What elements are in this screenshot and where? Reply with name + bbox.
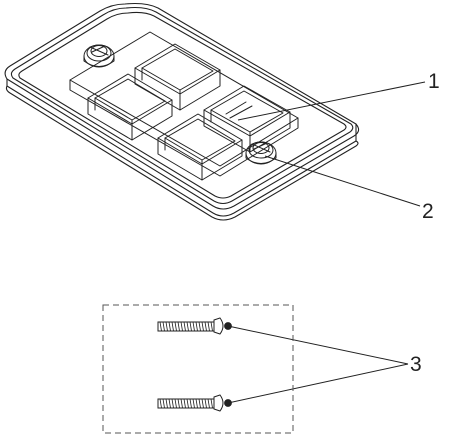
thread-line bbox=[183, 398, 186, 409]
thread-line bbox=[162, 398, 165, 409]
cover-plate-outline bbox=[4, 2, 360, 221]
thread-line bbox=[165, 321, 168, 332]
thread-line bbox=[204, 398, 207, 409]
thread-line bbox=[180, 321, 183, 332]
switch-opening-bottom bbox=[157, 113, 243, 181]
thread-line bbox=[186, 321, 189, 332]
thread-line bbox=[204, 321, 207, 332]
thread-line bbox=[180, 398, 183, 409]
thread-line bbox=[195, 321, 198, 332]
thread-line bbox=[189, 398, 192, 409]
thread-line bbox=[207, 398, 210, 409]
mounting-screw-head-lower-right bbox=[245, 141, 277, 165]
callout-number-3: 3 bbox=[410, 353, 422, 376]
thread-line bbox=[162, 321, 165, 332]
thread-line bbox=[183, 321, 186, 332]
thread-line bbox=[198, 321, 201, 332]
thread-line bbox=[210, 321, 213, 332]
thread-line bbox=[210, 398, 213, 409]
thread-line bbox=[174, 398, 177, 409]
callout-number-2: 2 bbox=[422, 200, 434, 223]
switch-opening-top bbox=[134, 43, 221, 111]
thread-line bbox=[177, 398, 180, 409]
leader-line-3-lower bbox=[227, 363, 409, 404]
thread-line bbox=[174, 321, 177, 332]
thread-line bbox=[171, 398, 174, 409]
thread-line bbox=[192, 321, 195, 332]
thread-line bbox=[192, 398, 195, 409]
thread-line bbox=[159, 398, 162, 409]
mounting-screw-upper bbox=[157, 317, 232, 335]
thread-line bbox=[198, 398, 201, 409]
switch-opening-left bbox=[87, 73, 173, 141]
callout-number-1: 1 bbox=[428, 70, 440, 93]
leader-line-1 bbox=[237, 81, 426, 121]
leader-line-2 bbox=[264, 155, 421, 207]
thread-line bbox=[189, 321, 192, 332]
mounting-screw-lower bbox=[157, 394, 232, 412]
callout-leaders bbox=[227, 81, 426, 404]
thread-line bbox=[207, 321, 210, 332]
thread-line bbox=[201, 398, 204, 409]
thread-line bbox=[165, 398, 168, 409]
screw-thread-upper bbox=[159, 321, 213, 332]
thread-line bbox=[168, 398, 171, 409]
wall-plate-frame bbox=[69, 31, 299, 177]
cover-plate-assembly bbox=[4, 2, 360, 221]
leader-line-3-upper bbox=[227, 325, 409, 365]
thread-line bbox=[201, 321, 204, 332]
thread-line bbox=[159, 321, 162, 332]
mounting-screw-head-upper-left bbox=[83, 44, 115, 68]
thread-line bbox=[195, 398, 198, 409]
screw-detail-box bbox=[102, 304, 294, 434]
switch-opening-right bbox=[203, 85, 291, 153]
thread-line bbox=[186, 398, 189, 409]
thread-line bbox=[171, 321, 174, 332]
screw-thread-lower bbox=[159, 398, 213, 409]
thread-line bbox=[168, 321, 171, 332]
thread-line bbox=[177, 321, 180, 332]
